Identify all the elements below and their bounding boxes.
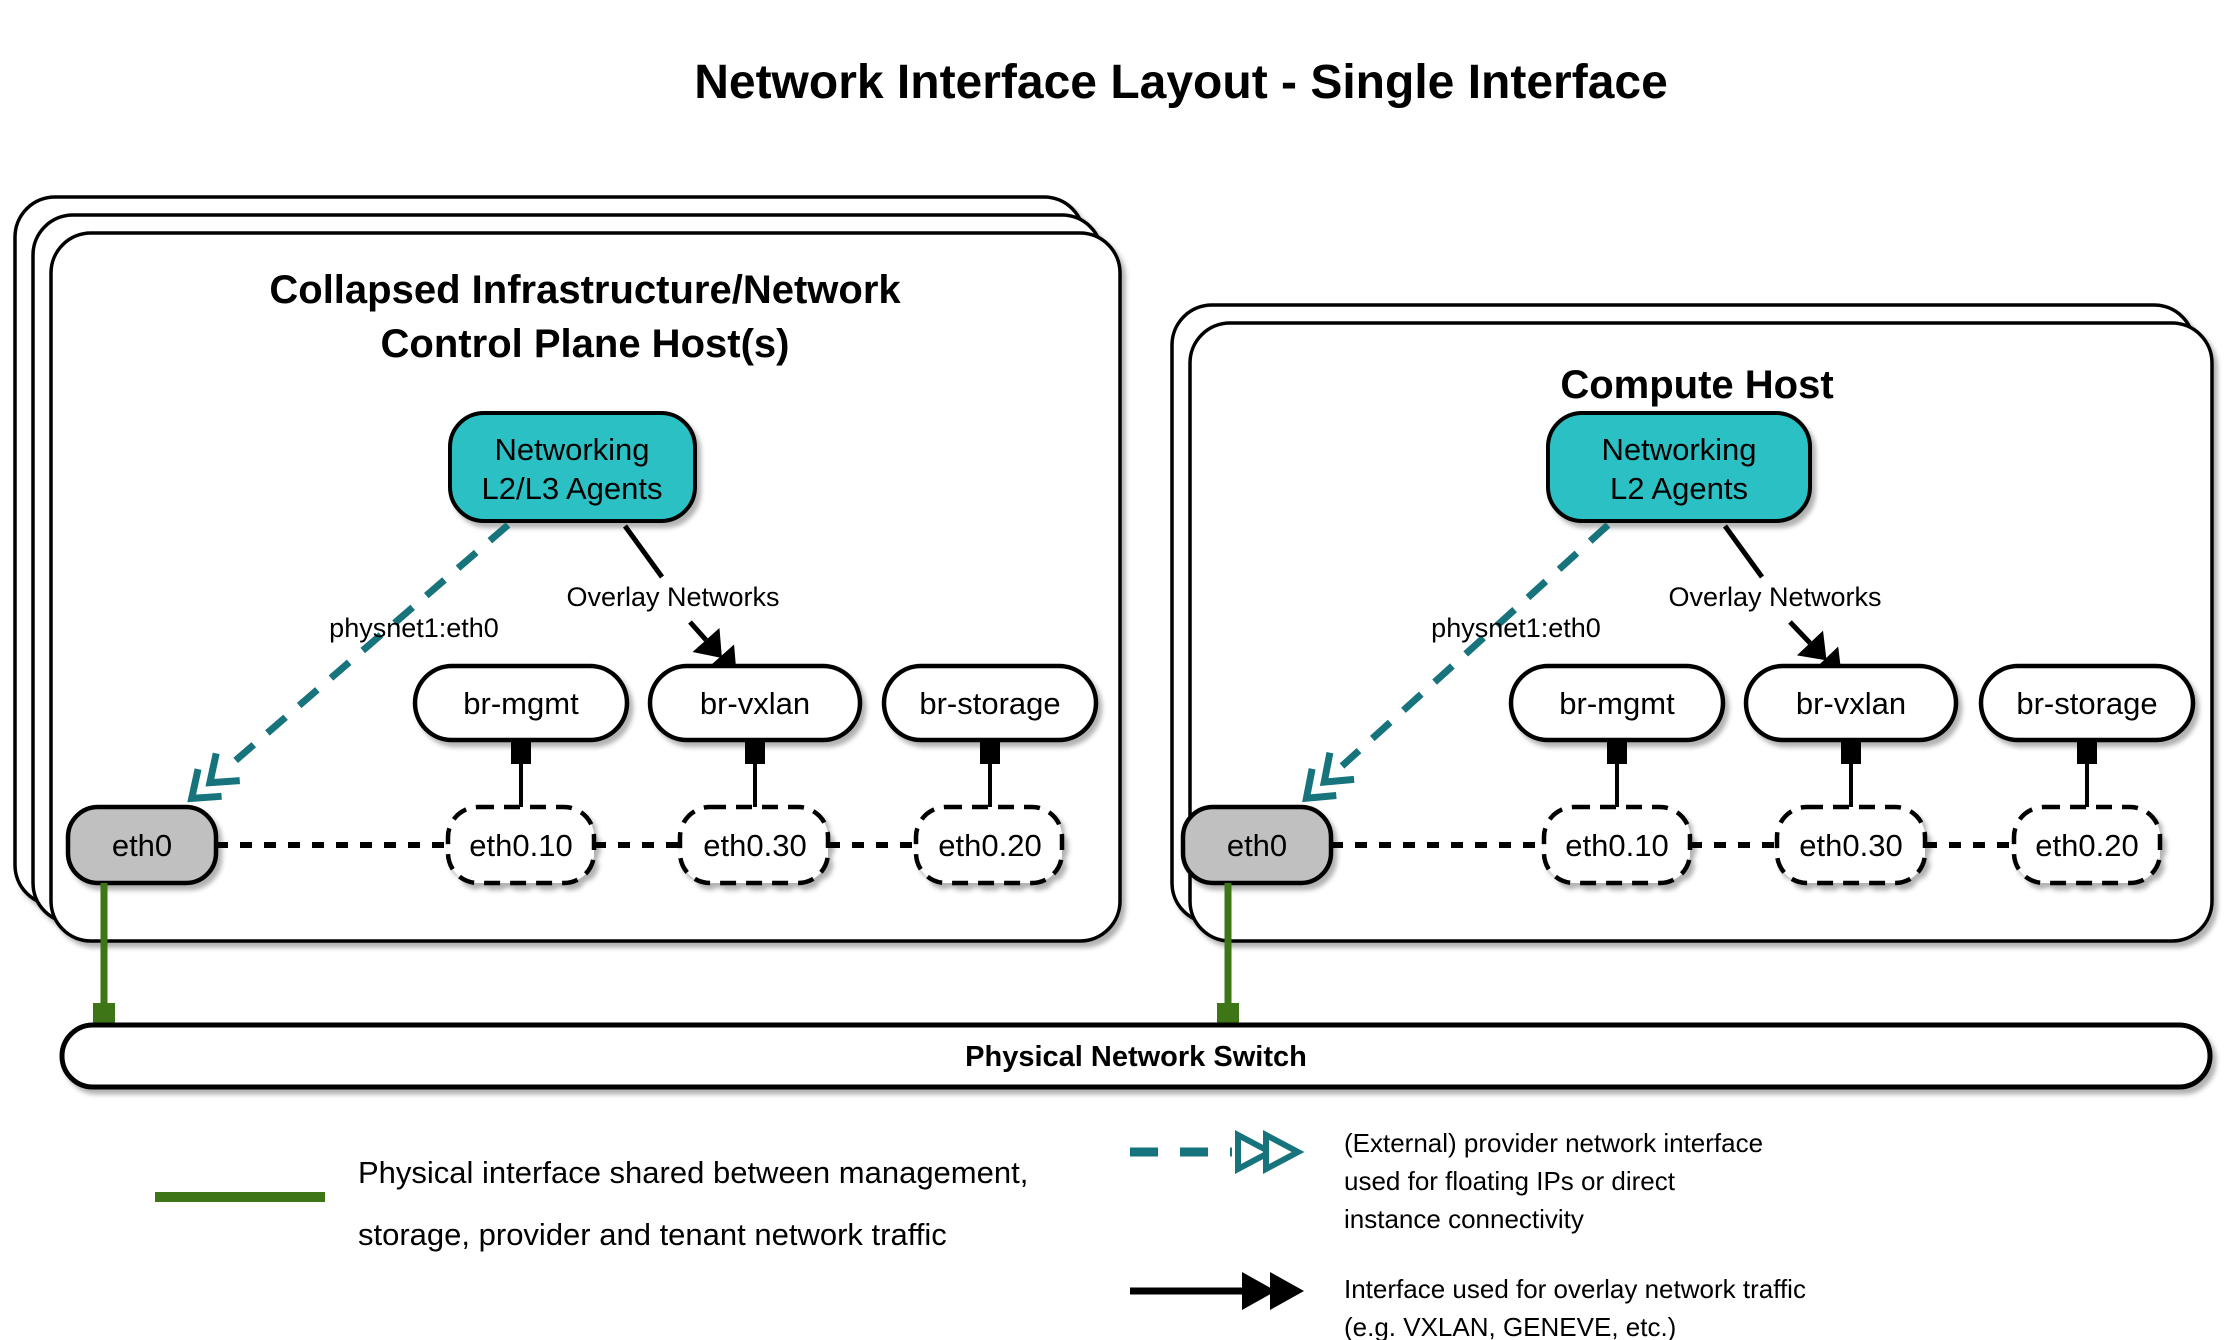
bridge-label: br-storage	[2016, 686, 2157, 721]
compute-host-group: Compute Host Networking L2 Agents physne…	[1170, 303, 2214, 1026]
networking-agents-label: Networking	[1601, 432, 1756, 467]
physical-interface-label: eth0	[1227, 828, 1287, 863]
bridge-label: br-storage	[919, 686, 1060, 721]
networking-agents-node	[448, 411, 697, 523]
vlan-interface-node	[2011, 804, 2163, 886]
networking-agents-label: L2/L3 Agents	[482, 471, 663, 506]
vlan-interface-node	[913, 804, 1065, 886]
networking-agents-node	[1546, 411, 1812, 523]
networking-agents-label: Networking	[494, 432, 649, 467]
overlay-networks-arrow	[1788, 620, 1842, 677]
vlan-interface-label: eth0.20	[2035, 828, 2138, 863]
overlay-networks-label: Overlay Networks	[1668, 582, 1881, 612]
switch-label: Physical Network Switch	[965, 1041, 1307, 1073]
provider-network-label: physnet1:eth0	[329, 613, 499, 643]
legend-overlay-text: (e.g. VXLAN, GENEVE, etc.)	[1344, 1312, 1676, 1340]
bridge-port-stub	[2077, 740, 2097, 764]
physical-network-switch: Physical Network Switch	[59, 1022, 2213, 1090]
provider-network-arrow	[187, 522, 511, 803]
legend-overlay-text: Interface used for overlay network traff…	[1344, 1274, 1806, 1304]
networking-agents-label: L2 Agents	[1610, 471, 1748, 506]
legend-physical-text: Physical interface shared between manage…	[358, 1155, 1028, 1190]
vlan-interface-label: eth0.30	[703, 828, 806, 863]
legend-overlay-arrowhead-icon	[1270, 1272, 1304, 1310]
legend-overlay-arrowhead-icon	[1242, 1272, 1276, 1310]
physical-interface-label: eth0	[112, 828, 172, 863]
legend-provider-text: (External) provider network interface	[1344, 1128, 1763, 1158]
bridge-port-stub	[511, 740, 531, 764]
host-box	[49, 231, 1122, 943]
vlan-interface-label: eth0.10	[469, 828, 572, 863]
legend-provider-text: used for floating IPs or direct	[1344, 1166, 1676, 1196]
page-title: Network Interface Layout - Single Interf…	[694, 56, 1668, 109]
host-title-line: Control Plane Host(s)	[381, 322, 790, 366]
legend-provider-arrowhead-icon	[1235, 1130, 1277, 1174]
provider-network-label: physnet1:eth0	[1431, 613, 1601, 643]
control-plane-host-group: Collapsed Infrastructure/Network Control…	[13, 195, 1122, 1026]
legend-provider-text: instance connectivity	[1344, 1204, 1584, 1234]
legend-provider-arrowhead-icon	[1263, 1130, 1305, 1174]
overlay-networks-arrow	[1722, 524, 1765, 579]
bridge-port-stub	[745, 740, 765, 764]
bridge-label: br-mgmt	[1559, 686, 1675, 721]
vlan-interface-label: eth0.10	[1565, 828, 1668, 863]
vlan-interface-label: eth0.30	[1799, 828, 1902, 863]
switch-port	[1217, 1003, 1239, 1026]
legend-physical-text: storage, provider and tenant network tra…	[358, 1217, 947, 1252]
host-box	[1188, 321, 2214, 943]
provider-network-arrow	[1302, 522, 1611, 803]
host-title-line: Collapsed Infrastructure/Network	[269, 268, 901, 312]
overlay-networks-arrow	[622, 524, 665, 579]
bridge-label: br-mgmt	[463, 686, 579, 721]
overlay-networks-arrow	[688, 620, 737, 675]
switch-port	[93, 1003, 115, 1026]
vlan-interface-label: eth0.20	[938, 828, 1041, 863]
switch-box	[59, 1022, 2213, 1090]
host-title-line: Compute Host	[1560, 363, 1833, 407]
legend: Physical interface shared between manage…	[155, 1128, 1806, 1340]
bridge-port-stub	[980, 740, 1000, 764]
bridge-label: br-vxlan	[1796, 686, 1906, 721]
bridge-port-stub	[1607, 740, 1627, 764]
overlay-networks-label: Overlay Networks	[566, 582, 779, 612]
bridge-port-stub	[1841, 740, 1861, 764]
bridge-label: br-vxlan	[700, 686, 810, 721]
